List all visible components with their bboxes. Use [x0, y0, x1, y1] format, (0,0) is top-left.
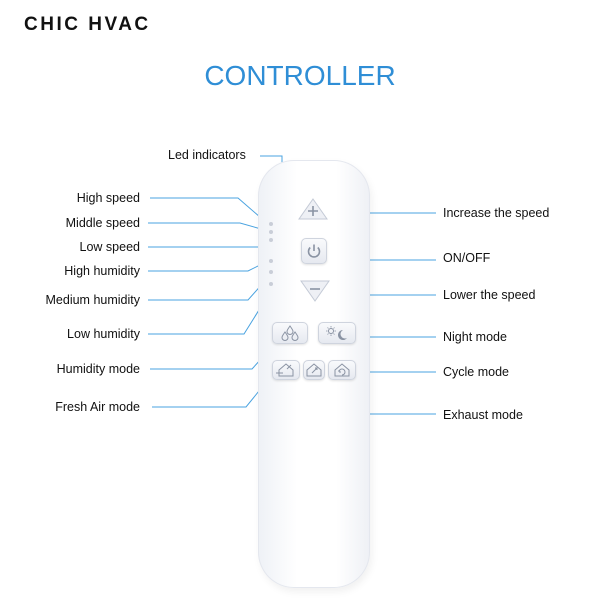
- line-low-humidity: [148, 285, 275, 335]
- lower-speed-button[interactable]: [300, 280, 330, 302]
- exhaust-house-icon: [306, 363, 322, 377]
- line-high-humidity: [148, 259, 271, 272]
- power-button[interactable]: [301, 238, 327, 264]
- label-middle-speed: Middle speed: [65, 216, 140, 230]
- label-high-speed: High speed: [76, 191, 140, 205]
- exhaust-mode-button[interactable]: [303, 360, 325, 380]
- power-icon: [307, 244, 321, 258]
- fresh-air-mode-button[interactable]: [272, 360, 300, 380]
- page-title: CONTROLLER: [204, 60, 396, 91]
- line-medium-humidity: [148, 272, 273, 301]
- label-on-off: ON/OFF: [443, 251, 491, 265]
- minus-icon: [300, 280, 330, 302]
- label-low-humidity: Low humidity: [67, 327, 140, 341]
- label-high-humidity: High humidity: [64, 264, 140, 278]
- humidity-drops-icon: [281, 325, 299, 341]
- cycle-mode-button[interactable]: [328, 360, 356, 380]
- increase-speed-button[interactable]: [298, 198, 328, 220]
- line-low-speed: [148, 240, 269, 248]
- label-cycle-mode: Cycle mode: [443, 365, 509, 379]
- label-low-speed: Low speed: [79, 240, 140, 254]
- night-sun-moon-icon: [326, 326, 347, 340]
- night-mode-button[interactable]: [318, 322, 356, 344]
- line-middle-speed: [148, 222, 269, 232]
- remote-controller: [258, 160, 370, 588]
- brand-logo: CHIC HVAC: [24, 14, 151, 35]
- cycle-house-icon: [334, 363, 350, 377]
- label-exhaust-mode: Exhaust mode: [443, 408, 523, 422]
- label-humidity-mode: Humidity mode: [56, 362, 140, 376]
- fresh-air-house-icon: [276, 363, 294, 377]
- led-medium-humidity: [269, 270, 273, 274]
- label-fresh-air-mode: Fresh Air mode: [55, 400, 140, 414]
- led-high-speed: [269, 222, 273, 226]
- label-lower-speed: Lower the speed: [443, 288, 536, 302]
- led-middle-speed: [269, 230, 273, 234]
- line-high-speed: [150, 197, 269, 225]
- led-low-humidity: [269, 282, 273, 286]
- humidity-mode-button[interactable]: [272, 322, 308, 344]
- label-led-indicators: Led indicators: [168, 148, 246, 162]
- label-medium-humidity: Medium humidity: [45, 293, 140, 307]
- led-low-speed: [269, 238, 273, 242]
- label-increase-speed: Increase the speed: [443, 206, 550, 220]
- plus-icon: [298, 198, 328, 220]
- led-high-humidity: [269, 259, 273, 263]
- label-night-mode: Night mode: [443, 330, 507, 344]
